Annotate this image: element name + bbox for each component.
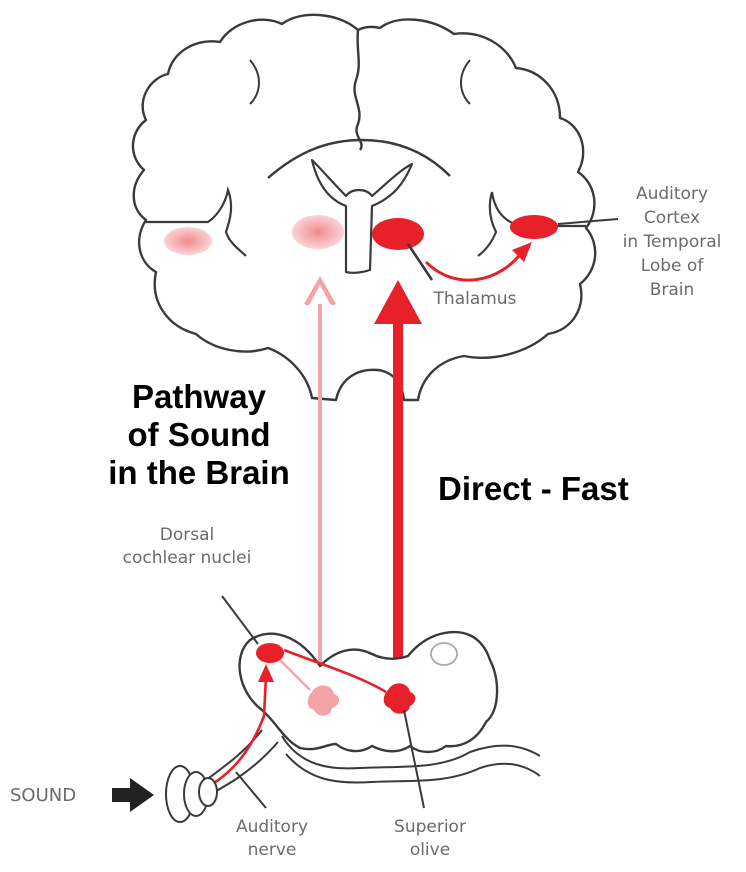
dorsal-cochlear-line: cochlear nuclei bbox=[112, 547, 262, 570]
auditory-cortex-line: Auditory bbox=[612, 182, 732, 206]
superior-olive-line: Superior bbox=[380, 816, 480, 839]
auditory-cortex-line: Cortex bbox=[612, 206, 732, 230]
route-label: Direct - Fast bbox=[438, 470, 688, 508]
auditory-nerve-leader-line bbox=[236, 772, 266, 808]
superior-olive-line: olive bbox=[380, 839, 480, 862]
auditory-cortex-line: Lobe of bbox=[612, 254, 732, 278]
thalamus-label: Thalamus bbox=[420, 288, 530, 311]
auditory-cortex-line: in Temporal bbox=[612, 230, 732, 254]
title-line: in the Brain bbox=[86, 454, 312, 492]
dorsal-cochlear-line: Dorsal bbox=[112, 524, 262, 547]
dorsal-cochlear-nucleus bbox=[256, 643, 284, 663]
superior-olive-label: Superior olive bbox=[380, 816, 480, 862]
title: Pathway of Sound in the Brain bbox=[86, 378, 312, 492]
sound-label: SOUND bbox=[10, 784, 106, 807]
auditory-cortex-label: Auditory Cortex in Temporal Lobe of Brai… bbox=[612, 182, 732, 302]
sound-arrow-icon bbox=[112, 778, 154, 812]
right-auditory-cortex-region bbox=[510, 215, 558, 239]
cochlea-icon bbox=[166, 766, 217, 822]
dorsal-cochlear-leader-line bbox=[222, 596, 258, 644]
left-auditory-cortex-region bbox=[164, 227, 212, 255]
auditory-nerve-label: Auditory nerve bbox=[222, 816, 322, 862]
auditory-cortex-line: Brain bbox=[612, 278, 732, 302]
dorsal-cochlear-nuclei-label: Dorsal cochlear nuclei bbox=[112, 524, 262, 570]
auditory-nerve-line: nerve bbox=[222, 839, 322, 862]
title-line: of Sound bbox=[86, 416, 312, 454]
title-line: Pathway bbox=[86, 378, 312, 416]
auditory-nerve-line: Auditory bbox=[222, 816, 322, 839]
right-thalamus-region bbox=[372, 218, 424, 250]
left-thalamus-region bbox=[292, 215, 344, 249]
brainstem-nucleus-outline bbox=[431, 643, 457, 665]
